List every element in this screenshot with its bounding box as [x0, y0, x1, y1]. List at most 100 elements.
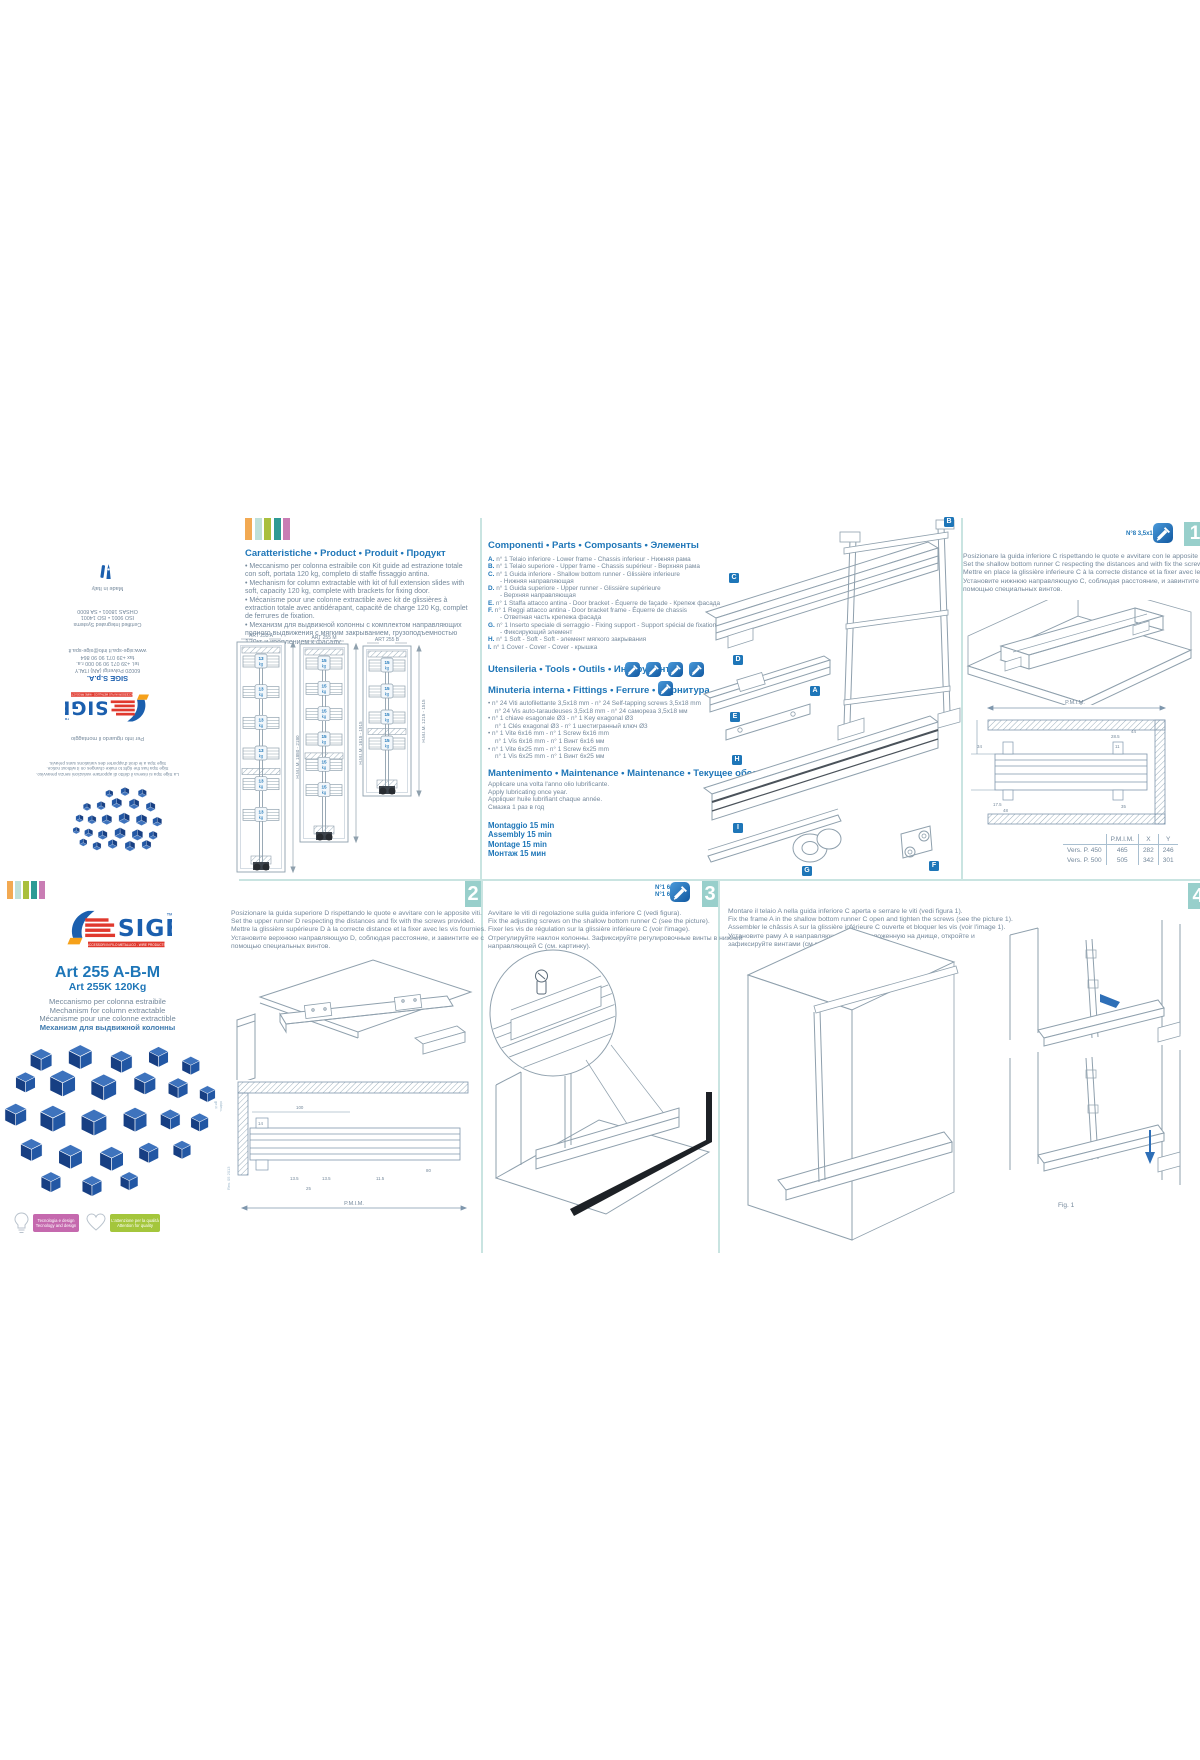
tool-icons [625, 662, 705, 682]
svg-text:P.M.I.M.: P.M.I.M. [344, 1201, 364, 1207]
part-tag-A: A [810, 686, 820, 696]
svg-text:kg: kg [259, 784, 264, 789]
panel-back-cover: La Sige Spa si riserva il diritto di app… [0, 518, 224, 1112]
components-title: Componenti • Parts • Composants • Элемен… [488, 540, 699, 551]
fold-divider-horizontal [239, 879, 1200, 881]
panel-step-4: 4 Montare il telaio A nella guida inferi… [718, 880, 1200, 1253]
part-tag-F: F [929, 861, 939, 871]
svg-text:kg: kg [259, 815, 264, 820]
svg-text:13: 13 [258, 748, 264, 753]
svg-text:28.5: 28.5 [1111, 734, 1120, 739]
badge-design: Tecnologia e design Tecnology and design [33, 1214, 79, 1232]
panel-components: Componenti • Parts • Composants • Элемен… [480, 517, 961, 879]
svg-text:kg: kg [385, 744, 390, 749]
svg-text:ART 255 M: ART 255 M [311, 635, 336, 641]
step3-screw-icon [670, 882, 690, 902]
certifications: Certified Integrated Systems ISO 9001 • … [73, 607, 142, 627]
cubes-image-small [68, 781, 163, 857]
tool-icon-4 [689, 662, 705, 677]
fold-divider-bottom-2 [718, 881, 720, 1253]
svg-text:13.5: 13.5 [322, 1176, 331, 1181]
svg-text:13: 13 [258, 809, 264, 814]
fitting-icon [658, 681, 673, 696]
cover-title: Art 255 A-B-M [54, 964, 161, 981]
exploded-view-drawing [702, 519, 961, 863]
svg-text:ART 255 A: ART 255 A [249, 633, 274, 639]
step1-number: 1 [1184, 522, 1200, 546]
svg-text:13.5: 13.5 [290, 1176, 299, 1181]
svg-text:15: 15 [321, 683, 327, 688]
panel-step-3: N°1 6x16 N°1 6x25 3 Avvitare le viti di … [481, 880, 743, 1253]
part-tag-C: C [729, 573, 739, 583]
svg-text:17.5: 17.5 [993, 802, 1002, 807]
fittings-list: • n° 24 Viti autofilettante 3,5x18 mm - … [488, 700, 701, 761]
step4-number: 4 [1188, 883, 1200, 909]
assembly-time: Montaggio 15 min Assembly 15 min Montage… [488, 821, 555, 859]
company-name: SIGE S.p.A. [86, 674, 129, 683]
svg-text:15: 15 [384, 712, 390, 717]
panel-step-1: N°8 3,5x18 1 Posizionare la guida inferi… [961, 518, 1200, 879]
svg-text:kg: kg [322, 689, 327, 694]
cubes-image [2, 1035, 227, 1207]
step4-drawings [746, 920, 1181, 1241]
svg-text:kg: kg [259, 692, 264, 697]
fittings-title: Minuteria interna • Fittings • Ferrure •… [488, 685, 710, 696]
svg-text:13: 13 [258, 687, 264, 692]
svg-text:kg: kg [259, 662, 264, 667]
part-tag-H: H [732, 755, 742, 765]
info-note: Per info riguardo il montaggio [70, 735, 145, 741]
svg-text:15: 15 [321, 709, 327, 714]
step2-number: 2 [465, 881, 481, 907]
step3-drawing [489, 949, 712, 1216]
svg-text:H.M.I.M. 1215 - 1515: H.M.I.M. 1215 - 1515 [421, 699, 426, 743]
legal-note: La Sige Spa si riserva il diritto di app… [36, 760, 179, 777]
svg-text:15: 15 [321, 734, 327, 739]
made-in: Made in Italy [91, 585, 124, 591]
maintenance-title: Mantenimento • Maintenance • Maintenance… [488, 768, 804, 779]
panel-front-cover: Art 255 A-B-M Art 255K 120Kg Meccanismo … [0, 880, 215, 1253]
cover-sige-logo [67, 910, 172, 948]
svg-text:H.M.I.M. 1615 - 1915: H.M.I.M. 1615 - 1915 [358, 721, 363, 765]
pen-icon [100, 564, 111, 579]
step3-screws-label: N°1 6x16 N°1 6x25 [655, 885, 681, 898]
part-tag-I: I [733, 823, 743, 833]
svg-text:15: 15 [384, 660, 390, 665]
badge-quality: L'attenzione per la qualità Attention fo… [110, 1214, 160, 1232]
svg-text:ART 255 B: ART 255 B [375, 637, 400, 643]
features-title: Caratteristiche • Product • Produit • Пр… [245, 548, 446, 559]
step2-3d-drawing [236, 959, 473, 1080]
tool-icon-3 [667, 662, 683, 677]
svg-text:34: 34 [977, 744, 982, 749]
company-address: 60020 Polverigi (AN) ITALY tel. +39 071 … [68, 647, 147, 673]
part-tag-B: B [944, 517, 954, 527]
svg-text:100: 100 [296, 1105, 304, 1110]
color-bars [245, 518, 293, 545]
components-list: A. n° 1 Telaio inferiore - Lower frame -… [488, 556, 721, 651]
svg-text:15: 15 [384, 686, 390, 691]
cover-description: Meccanismo per colonna estraibile Mechan… [39, 997, 176, 1032]
svg-text:kg: kg [259, 723, 264, 728]
svg-text:kg: kg [322, 765, 327, 770]
tool-icon-1 [625, 662, 640, 677]
svg-text:13: 13 [258, 717, 264, 722]
spec-table: P.M.I.M. X Y Vers. P. 450 465 282 246 Ve… [1063, 834, 1178, 865]
svg-text:kg: kg [385, 692, 390, 697]
heart-icon [86, 1213, 106, 1231]
sige-logo [65, 692, 149, 722]
svg-text:kg: kg [385, 718, 390, 723]
svg-text:15: 15 [321, 785, 327, 790]
maintenance-lines: Applicare una volta l'anno olio lubrific… [488, 781, 610, 811]
cover-subtitle: Art 255K 120Kg [68, 981, 147, 993]
tool-icon-2 [646, 662, 662, 677]
fold-divider-top-1 [480, 518, 482, 879]
svg-text:kg: kg [259, 754, 264, 759]
tools-title: Utensileria • Tools • Outils • Инструмен… [488, 664, 679, 675]
svg-text:kg: kg [322, 790, 327, 795]
svg-text:35: 35 [1121, 804, 1126, 809]
panel-step-2: 2 Posizionare la guida superiore D rispe… [215, 880, 486, 1253]
svg-text:80: 80 [426, 1168, 431, 1173]
fig-label: Fig. 1 [1058, 1202, 1075, 1209]
part-tag-E: E [730, 712, 740, 722]
